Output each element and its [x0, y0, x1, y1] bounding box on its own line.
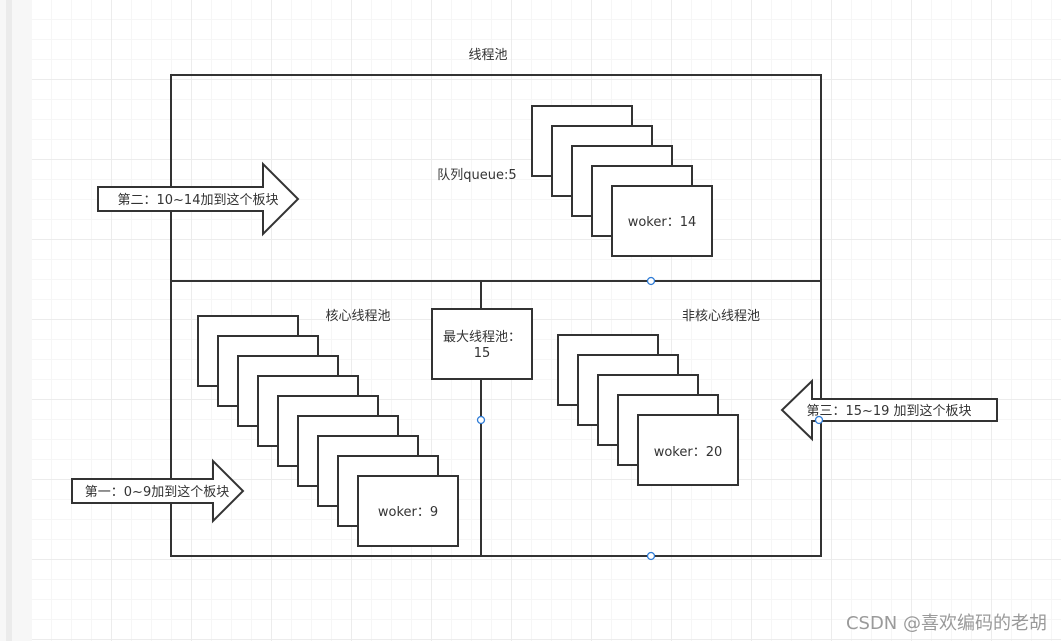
sidebar-strip — [6, 0, 12, 641]
core-worker-label: woker：9 — [378, 505, 438, 520]
max-pool-label: 最大线程池： — [443, 330, 521, 345]
connection-handle[interactable] — [814, 415, 824, 425]
right-arrow-shape — [97, 161, 300, 237]
core-worker-stack: woker：9 — [197, 315, 459, 547]
noncore-worker-label: woker：20 — [654, 445, 723, 460]
max-pool-box[interactable] — [431, 308, 533, 380]
watermark: CSDN @喜欢编码的老胡 — [845, 613, 1047, 634]
left-arrow-shape — [780, 378, 998, 442]
arrow-third-label: 第三：15~19 加到这个板块 — [806, 403, 971, 419]
arrow-third[interactable]: 第三：15~19 加到这个板块 — [780, 378, 998, 442]
max-pool-value: 15 — [474, 346, 491, 361]
noncore-worker-card-front[interactable] — [637, 414, 739, 486]
queue-worker-card-front[interactable] — [611, 185, 713, 257]
queue-worker-stack: woker：14 — [531, 105, 713, 257]
connection-handle[interactable] — [646, 276, 656, 286]
noncore-pool-label: 非核心线程池 — [682, 309, 760, 324]
queue-worker-label: woker：14 — [628, 215, 697, 230]
core-worker-card-front[interactable] — [357, 475, 459, 547]
connection-handle[interactable] — [476, 415, 486, 425]
pool-title: 线程池 — [468, 48, 507, 63]
connection-handle[interactable] — [646, 551, 656, 561]
arrow-second-label: 第二：10~14加到这个板块 — [118, 192, 279, 208]
core-pool-label: 核心线程池 — [325, 309, 390, 324]
right-arrow-shape — [71, 458, 245, 524]
noncore-worker-stack: woker：20 — [557, 334, 739, 486]
thread-pool-container[interactable] — [170, 74, 822, 557]
arrow-first-label: 第一：0~9加到这个板块 — [85, 484, 229, 500]
queue-label: 队列queue:5 — [437, 168, 516, 183]
arrow-first[interactable]: 第一：0~9加到这个板块 — [71, 458, 245, 524]
arrow-second[interactable]: 第二：10~14加到这个板块 — [97, 161, 300, 237]
